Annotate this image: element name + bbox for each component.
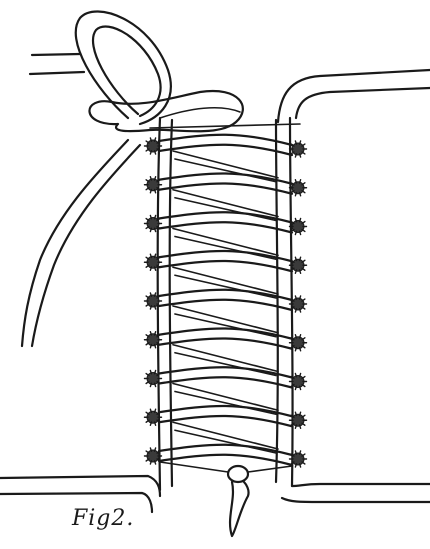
diagonal-cord [175,353,276,376]
loose-cord-end-inner [32,145,140,346]
diagonal-cord [175,392,276,415]
horizontal-cord [159,290,292,300]
horizontal-cord [159,145,292,155]
horizontal-cord [159,173,292,183]
diagonal-cord [175,198,276,221]
diagonal-cord [175,314,276,337]
diagonal-cord [175,430,276,453]
horizontal-cord [159,251,292,261]
horizontal-cord [159,328,292,338]
horizontal-cord [159,416,292,426]
horizontal-cord [159,300,292,310]
horizontal-cord [159,406,292,416]
horizontal-cord [159,367,292,377]
horizontal-cord [159,183,292,193]
bottom-knot [160,462,292,536]
horizontal-cord [159,212,292,222]
horizontal-cord [159,455,292,465]
horizontal-cord [159,377,292,387]
bottom-fabric-edge [0,476,430,512]
horizontal-cord [159,261,292,271]
diagonal-cord [175,275,276,298]
horizontal-cord [159,135,292,145]
right-fabric-edge [278,70,430,122]
lacing-cords [159,135,292,465]
horizontal-cord [159,222,292,232]
bow-knot [76,11,300,131]
diagonal-cord [175,159,276,182]
diagonal-cord [175,237,276,260]
upper-fabric-edge [30,54,84,74]
figure-caption: Fig2. [72,506,134,531]
horizontal-cord [159,445,292,455]
horizontal-cord [159,338,292,348]
